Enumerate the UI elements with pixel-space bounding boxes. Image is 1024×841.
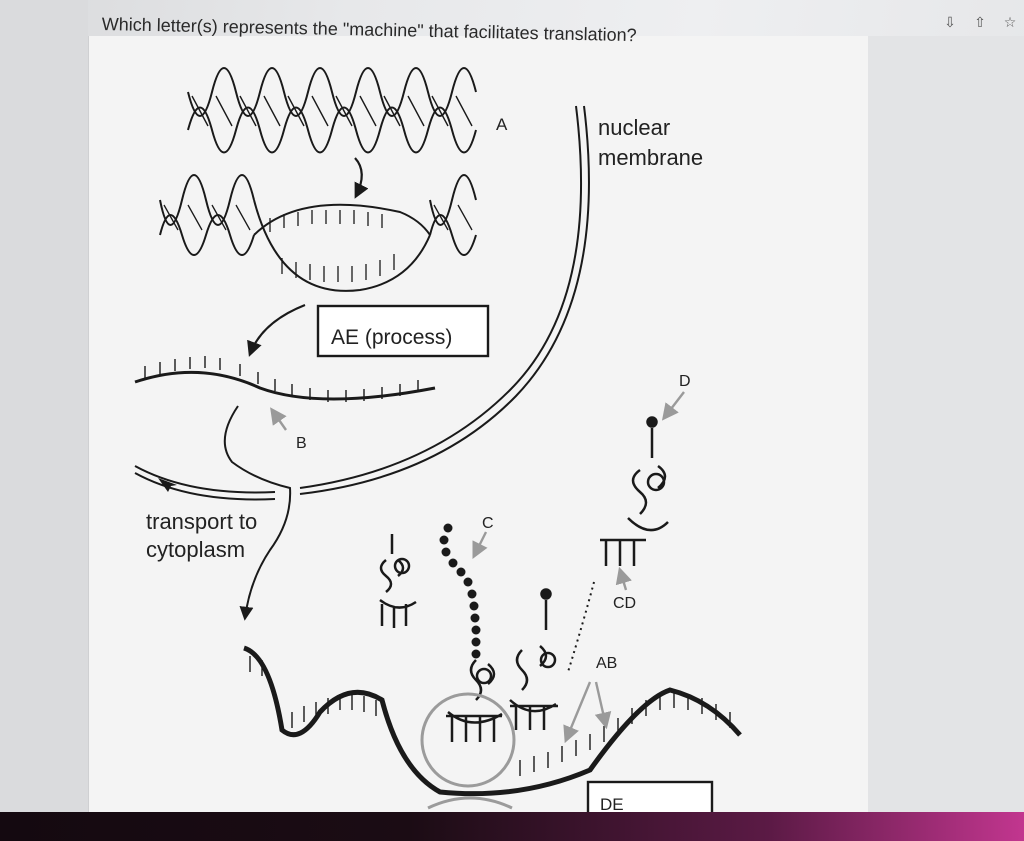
- label-nuclear: nuclear: [598, 115, 670, 140]
- arrow-cd: [615, 566, 632, 591]
- label-cd: CD: [613, 595, 636, 612]
- label-b: B: [296, 435, 307, 452]
- dna-transcription-bubble: [159, 174, 477, 292]
- arrow-d: [661, 391, 685, 421]
- arrow-c: [472, 531, 488, 560]
- trna-d: [600, 416, 669, 566]
- mrna-transport-path: [223, 405, 292, 621]
- process-box: AE (process): [316, 304, 490, 358]
- label-membrane: membrane: [598, 145, 703, 170]
- download-icon[interactable]: ⇩: [944, 14, 956, 30]
- label-d: D: [679, 373, 691, 390]
- label-cytoplasm: cytoplasm: [146, 537, 245, 562]
- label-c: C: [482, 515, 494, 532]
- star-icon[interactable]: ☆: [1003, 14, 1017, 30]
- cursor-icon: [158, 478, 177, 492]
- trna-bound-1: [446, 659, 503, 742]
- mrna-strand-nucleus: [134, 356, 436, 402]
- arrow-transcription: [247, 303, 306, 357]
- left-gutter: [0, 0, 88, 812]
- label-transport: transport to: [146, 509, 257, 534]
- arrow-ab-left: [563, 681, 592, 744]
- ribosome-site: [420, 692, 516, 788]
- nuclear-membrane: [134, 105, 590, 501]
- label-de: DE: [600, 795, 624, 814]
- arrow-b: [270, 407, 287, 431]
- taskbar: [0, 812, 1024, 841]
- dotted-path: [567, 581, 595, 673]
- label-ab: AB: [596, 655, 617, 672]
- share-icon[interactable]: ⇧: [974, 14, 986, 30]
- arrow-ab-right: [594, 681, 612, 730]
- label-a: A: [496, 115, 508, 134]
- right-panel: [868, 36, 1024, 812]
- amino-acid-chain: [439, 523, 481, 659]
- trna-bound-2: [509, 588, 558, 730]
- arrow-replication: [354, 157, 369, 199]
- process-label: AE (process): [331, 326, 452, 349]
- mrna-strand-cytoplasm: [243, 645, 742, 797]
- ribosome-lower: [427, 796, 513, 810]
- toolbar: ⇩ ⇧ ☆: [942, 14, 1018, 30]
- dna-helix-top: [187, 67, 477, 154]
- trna-free-left: [379, 534, 417, 628]
